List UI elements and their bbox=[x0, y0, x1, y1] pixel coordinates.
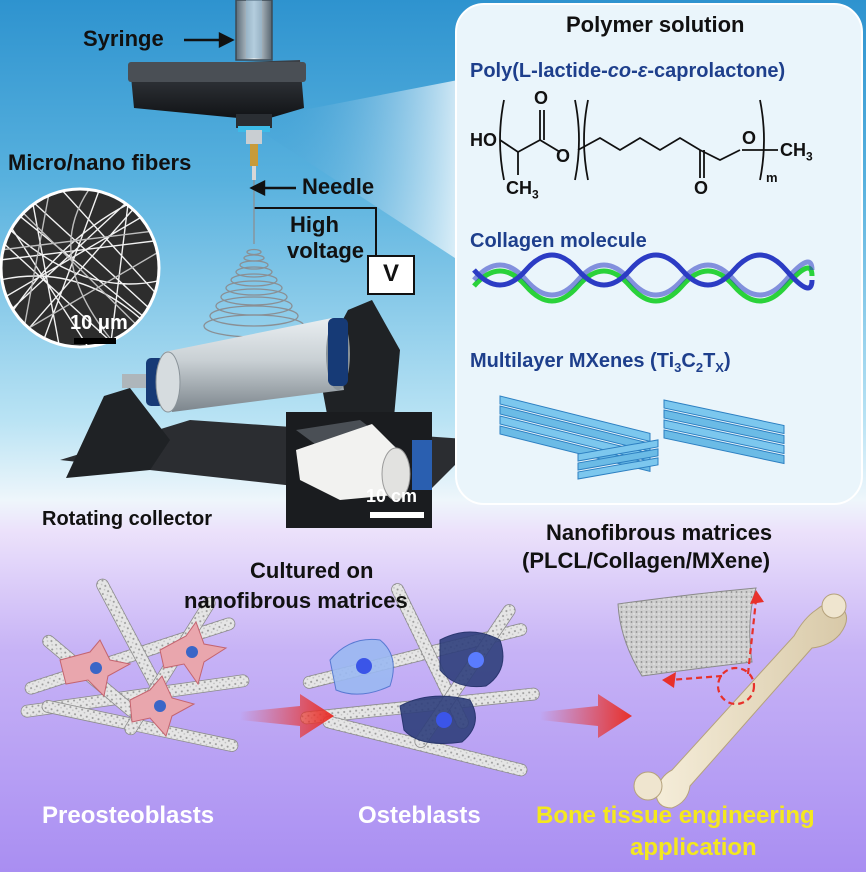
bone-illustration bbox=[633, 593, 847, 809]
stage2-label: Osteblasts bbox=[358, 802, 481, 829]
matrices-line1: Nanofibrous matrices bbox=[546, 520, 773, 545]
high-voltage-wire bbox=[254, 207, 377, 256]
plcl-suffix: -caprolactone) bbox=[647, 60, 786, 82]
mxene-flakes bbox=[499, 395, 785, 480]
fibers-label: Micro/nano fibers bbox=[8, 150, 192, 175]
mxene-label: Multilayer MXenes (Ti3C2TX) bbox=[470, 350, 731, 375]
fiber-jet-spiral bbox=[203, 180, 305, 338]
collector-photo bbox=[286, 412, 432, 528]
osteoblast-scaffold bbox=[300, 583, 540, 777]
needle-label: Needle bbox=[302, 174, 375, 199]
matrices-line2: (PLCL/Collagen/MXene) bbox=[522, 548, 771, 573]
chem-ch3-side-ch: CH bbox=[506, 178, 532, 198]
panel-callout-beam bbox=[262, 80, 458, 260]
sem-scalebar-label: 10 μm bbox=[70, 312, 128, 334]
chem-ch3-end: CH3 bbox=[780, 140, 813, 164]
chem-ch3-end-sub: 3 bbox=[806, 149, 813, 164]
chem-ho: HO bbox=[470, 130, 497, 150]
cultured-line1: Cultured on bbox=[250, 558, 374, 583]
chem-o-top: O bbox=[534, 88, 549, 108]
syringe-illustration bbox=[128, 0, 306, 180]
chem-o-link: O bbox=[556, 146, 571, 166]
chem-ch3-side: CH3 bbox=[506, 178, 539, 202]
mxene-prefix: Multilayer MXenes (Ti bbox=[470, 350, 675, 372]
stage1-label: Preosteoblasts bbox=[42, 802, 215, 829]
cultured-line2: nanofibrous matrices bbox=[184, 588, 408, 613]
collagen-label: Collagen molecule bbox=[470, 230, 647, 252]
voltage-label-line1: High bbox=[290, 212, 339, 237]
collector-label: Rotating collector bbox=[42, 508, 213, 530]
voltage-label-line2: voltage bbox=[287, 238, 365, 263]
voltage-symbol: V bbox=[383, 260, 400, 287]
collagen-helix bbox=[472, 252, 815, 304]
application-line2: application bbox=[630, 834, 757, 861]
chem-o-ester: O bbox=[742, 128, 757, 148]
application-line1: Bone tissue engineering bbox=[536, 802, 815, 829]
mxene-subx: X bbox=[715, 360, 724, 375]
mxene-close: ) bbox=[723, 350, 731, 372]
nanofibrous-mat bbox=[617, 587, 757, 677]
plcl-name: Poly(L-lactide-co-ε-caprolactone) bbox=[470, 60, 785, 83]
mxene-sub2: 2 bbox=[695, 360, 704, 375]
photo-scalebar-label: 10 cm bbox=[366, 486, 418, 506]
plcl-prefix: Poly(L-lactide- bbox=[470, 60, 608, 82]
bone-zoom-indicator bbox=[669, 599, 758, 706]
plcl-co: co bbox=[607, 60, 632, 82]
sem-fiber-image bbox=[0, 187, 161, 349]
panel-title: Polymer solution bbox=[566, 12, 745, 37]
chem-m: m bbox=[766, 170, 778, 185]
chem-o-bottom: O bbox=[694, 178, 709, 198]
label-arrows bbox=[184, 32, 296, 196]
plcl-epsilon: ε bbox=[637, 60, 648, 82]
plcl-dash: - bbox=[631, 60, 638, 82]
progression-arrows bbox=[240, 694, 632, 738]
chem-ch3-side-sub: 3 bbox=[532, 187, 539, 202]
syringe-label: Syringe bbox=[83, 26, 164, 51]
mxene-t: T bbox=[703, 350, 716, 372]
voltage-source-box bbox=[367, 255, 415, 295]
mxene-sub1: 3 bbox=[674, 360, 682, 375]
chem-ch3-end-ch: CH bbox=[780, 140, 806, 160]
mxene-c: C bbox=[681, 350, 696, 372]
plcl-structure bbox=[499, 99, 778, 181]
preosteoblast-scaffold bbox=[20, 578, 250, 752]
